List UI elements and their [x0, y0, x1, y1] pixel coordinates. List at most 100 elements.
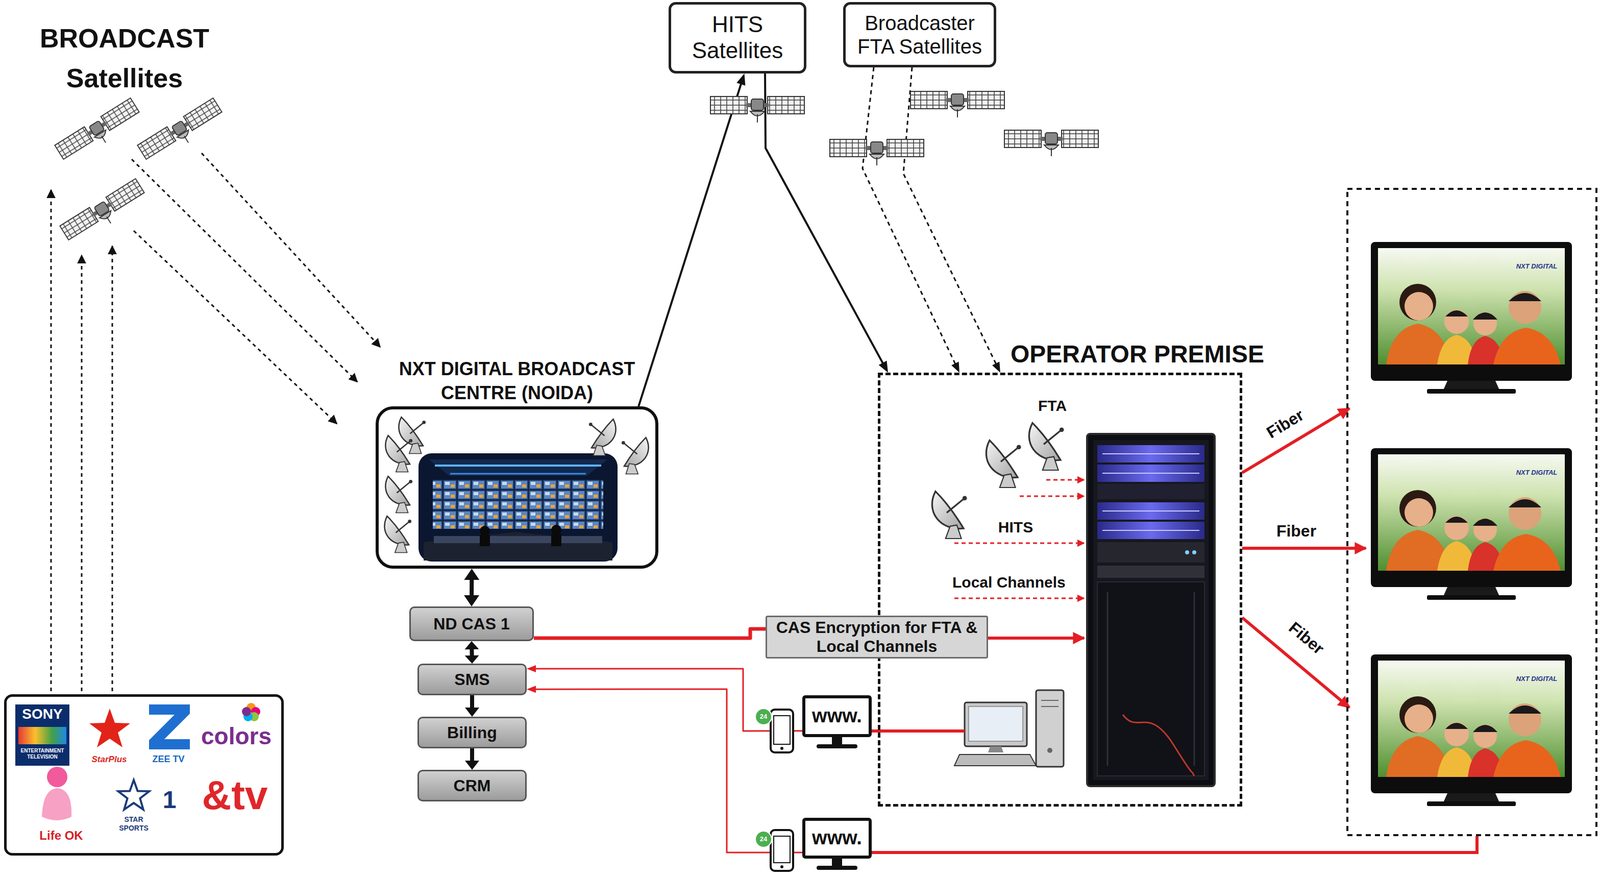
logo-text: ZEE TV: [142, 753, 194, 765]
arrow-head: [951, 361, 960, 374]
connector: [464, 695, 480, 717]
arrow-head: [736, 73, 746, 86]
illustration-part: [968, 706, 1023, 742]
illustration-part: [118, 779, 150, 810]
arrow-head: [464, 655, 480, 664]
illustration-part: [954, 754, 1037, 766]
link-label: Fiber: [1258, 401, 1313, 446]
arrow-head: [463, 568, 480, 580]
arrow-head: [526, 685, 536, 693]
logo-text: 1: [156, 786, 183, 814]
cas-to-rack-line: [988, 637, 1085, 639]
illustration-part: [384, 515, 412, 553]
process-box: SMS: [417, 663, 527, 696]
illustration-part: [15, 704, 70, 766]
box-label: SMS: [454, 670, 490, 689]
illustration-part: [1046, 479, 1085, 481]
illustration-part: [551, 524, 562, 535]
illustration-part: [551, 533, 562, 547]
illustration-part: [1097, 581, 1205, 776]
illustration-part: [770, 829, 794, 871]
illustration-part: [1370, 448, 1572, 600]
arrow-head: [463, 595, 480, 607]
downlink-arrows: [51, 153, 381, 692]
feed-label: Local Channels: [952, 573, 1080, 592]
box-label: CAS Encryption for FTA & Local Channels: [771, 618, 983, 656]
illustration-part: [434, 464, 602, 467]
illustration-part: [241, 706, 252, 717]
connector: [463, 568, 480, 607]
satellite-group-box: Broadcaster FTA Satellites: [843, 2, 997, 68]
illustration-part: [831, 858, 843, 866]
connector: [464, 641, 479, 664]
illustration-part: [773, 835, 791, 863]
illustration-part: [1370, 241, 1572, 394]
link-label: Fiber: [1270, 520, 1322, 541]
illustration-part: [433, 535, 603, 544]
illustration-part: [1347, 188, 1597, 835]
illustration-part: [479, 525, 490, 536]
illustration-part: [50, 189, 53, 692]
illustration-part: [1097, 483, 1205, 500]
illustration-part: [59, 178, 149, 248]
connector: [765, 73, 889, 373]
illustration-part: [931, 491, 967, 539]
illustration-part: [871, 835, 1478, 853]
connector-line: [469, 648, 474, 657]
illustration-part: [1370, 654, 1572, 806]
illustration-part: [831, 736, 843, 745]
feed-label: HITS: [992, 518, 1039, 536]
connector-line: [765, 73, 884, 365]
illustration-part: [988, 746, 1004, 753]
web-portal-screen: www.: [802, 817, 872, 859]
process-box: CRM: [417, 769, 527, 802]
illustration-part: [385, 435, 413, 472]
illustration-part: [773, 715, 791, 745]
feed-label: FTA: [1036, 397, 1069, 415]
connector: [638, 73, 746, 407]
logo-text: ENTERTAINMENT TELEVISION: [16, 747, 69, 760]
illustration-part: [1087, 433, 1215, 786]
illustration-part: [398, 416, 426, 454]
illustration-part: [428, 459, 608, 476]
process-box: Billing: [417, 716, 527, 749]
screen-logo: NXT DIGITAL: [1508, 468, 1565, 477]
illustration-part: [816, 865, 858, 870]
illustration-part: [1036, 690, 1064, 767]
logo-text: colors: [192, 723, 280, 749]
illustration-part: [829, 139, 924, 166]
arrow-head: [464, 707, 480, 717]
connector: [464, 748, 480, 770]
web-portal-screen: www.: [802, 695, 872, 737]
satellite-group-box: HITS Satellites: [668, 2, 807, 74]
illustration-part: [1047, 747, 1053, 753]
illustration-part: [201, 153, 381, 348]
illustration-part: [1185, 550, 1190, 555]
connector-line: [469, 578, 474, 598]
illustration-part: [780, 865, 784, 869]
logo-text: StarPlus: [83, 753, 135, 766]
illustration-part: [41, 788, 72, 821]
illustration-part: [755, 708, 772, 725]
badge-number: 24: [756, 833, 771, 845]
hits-satellite: [710, 96, 805, 123]
connector: [526, 665, 803, 731]
illustration-part: [54, 97, 144, 167]
illustration-part: [1242, 546, 1366, 550]
connector-line: [470, 695, 475, 709]
arrow-head: [526, 665, 536, 673]
illustration-part: [1097, 565, 1205, 578]
region-heading: OPERATOR PREMISE: [1010, 339, 1297, 369]
illustration-part: [89, 708, 131, 748]
illustration-part: [988, 636, 1085, 640]
screen-text: www.: [811, 705, 863, 727]
screen-text: www.: [811, 827, 863, 849]
logo-text: STAR SPORTS: [117, 815, 151, 833]
connector-line: [638, 82, 742, 407]
illustration-part: [385, 476, 413, 513]
arrow-head: [878, 360, 889, 373]
illustration-part: [710, 96, 805, 123]
centre-dishes: [384, 416, 649, 553]
illustration-part: [479, 534, 490, 547]
control-room-photo: [418, 453, 618, 562]
